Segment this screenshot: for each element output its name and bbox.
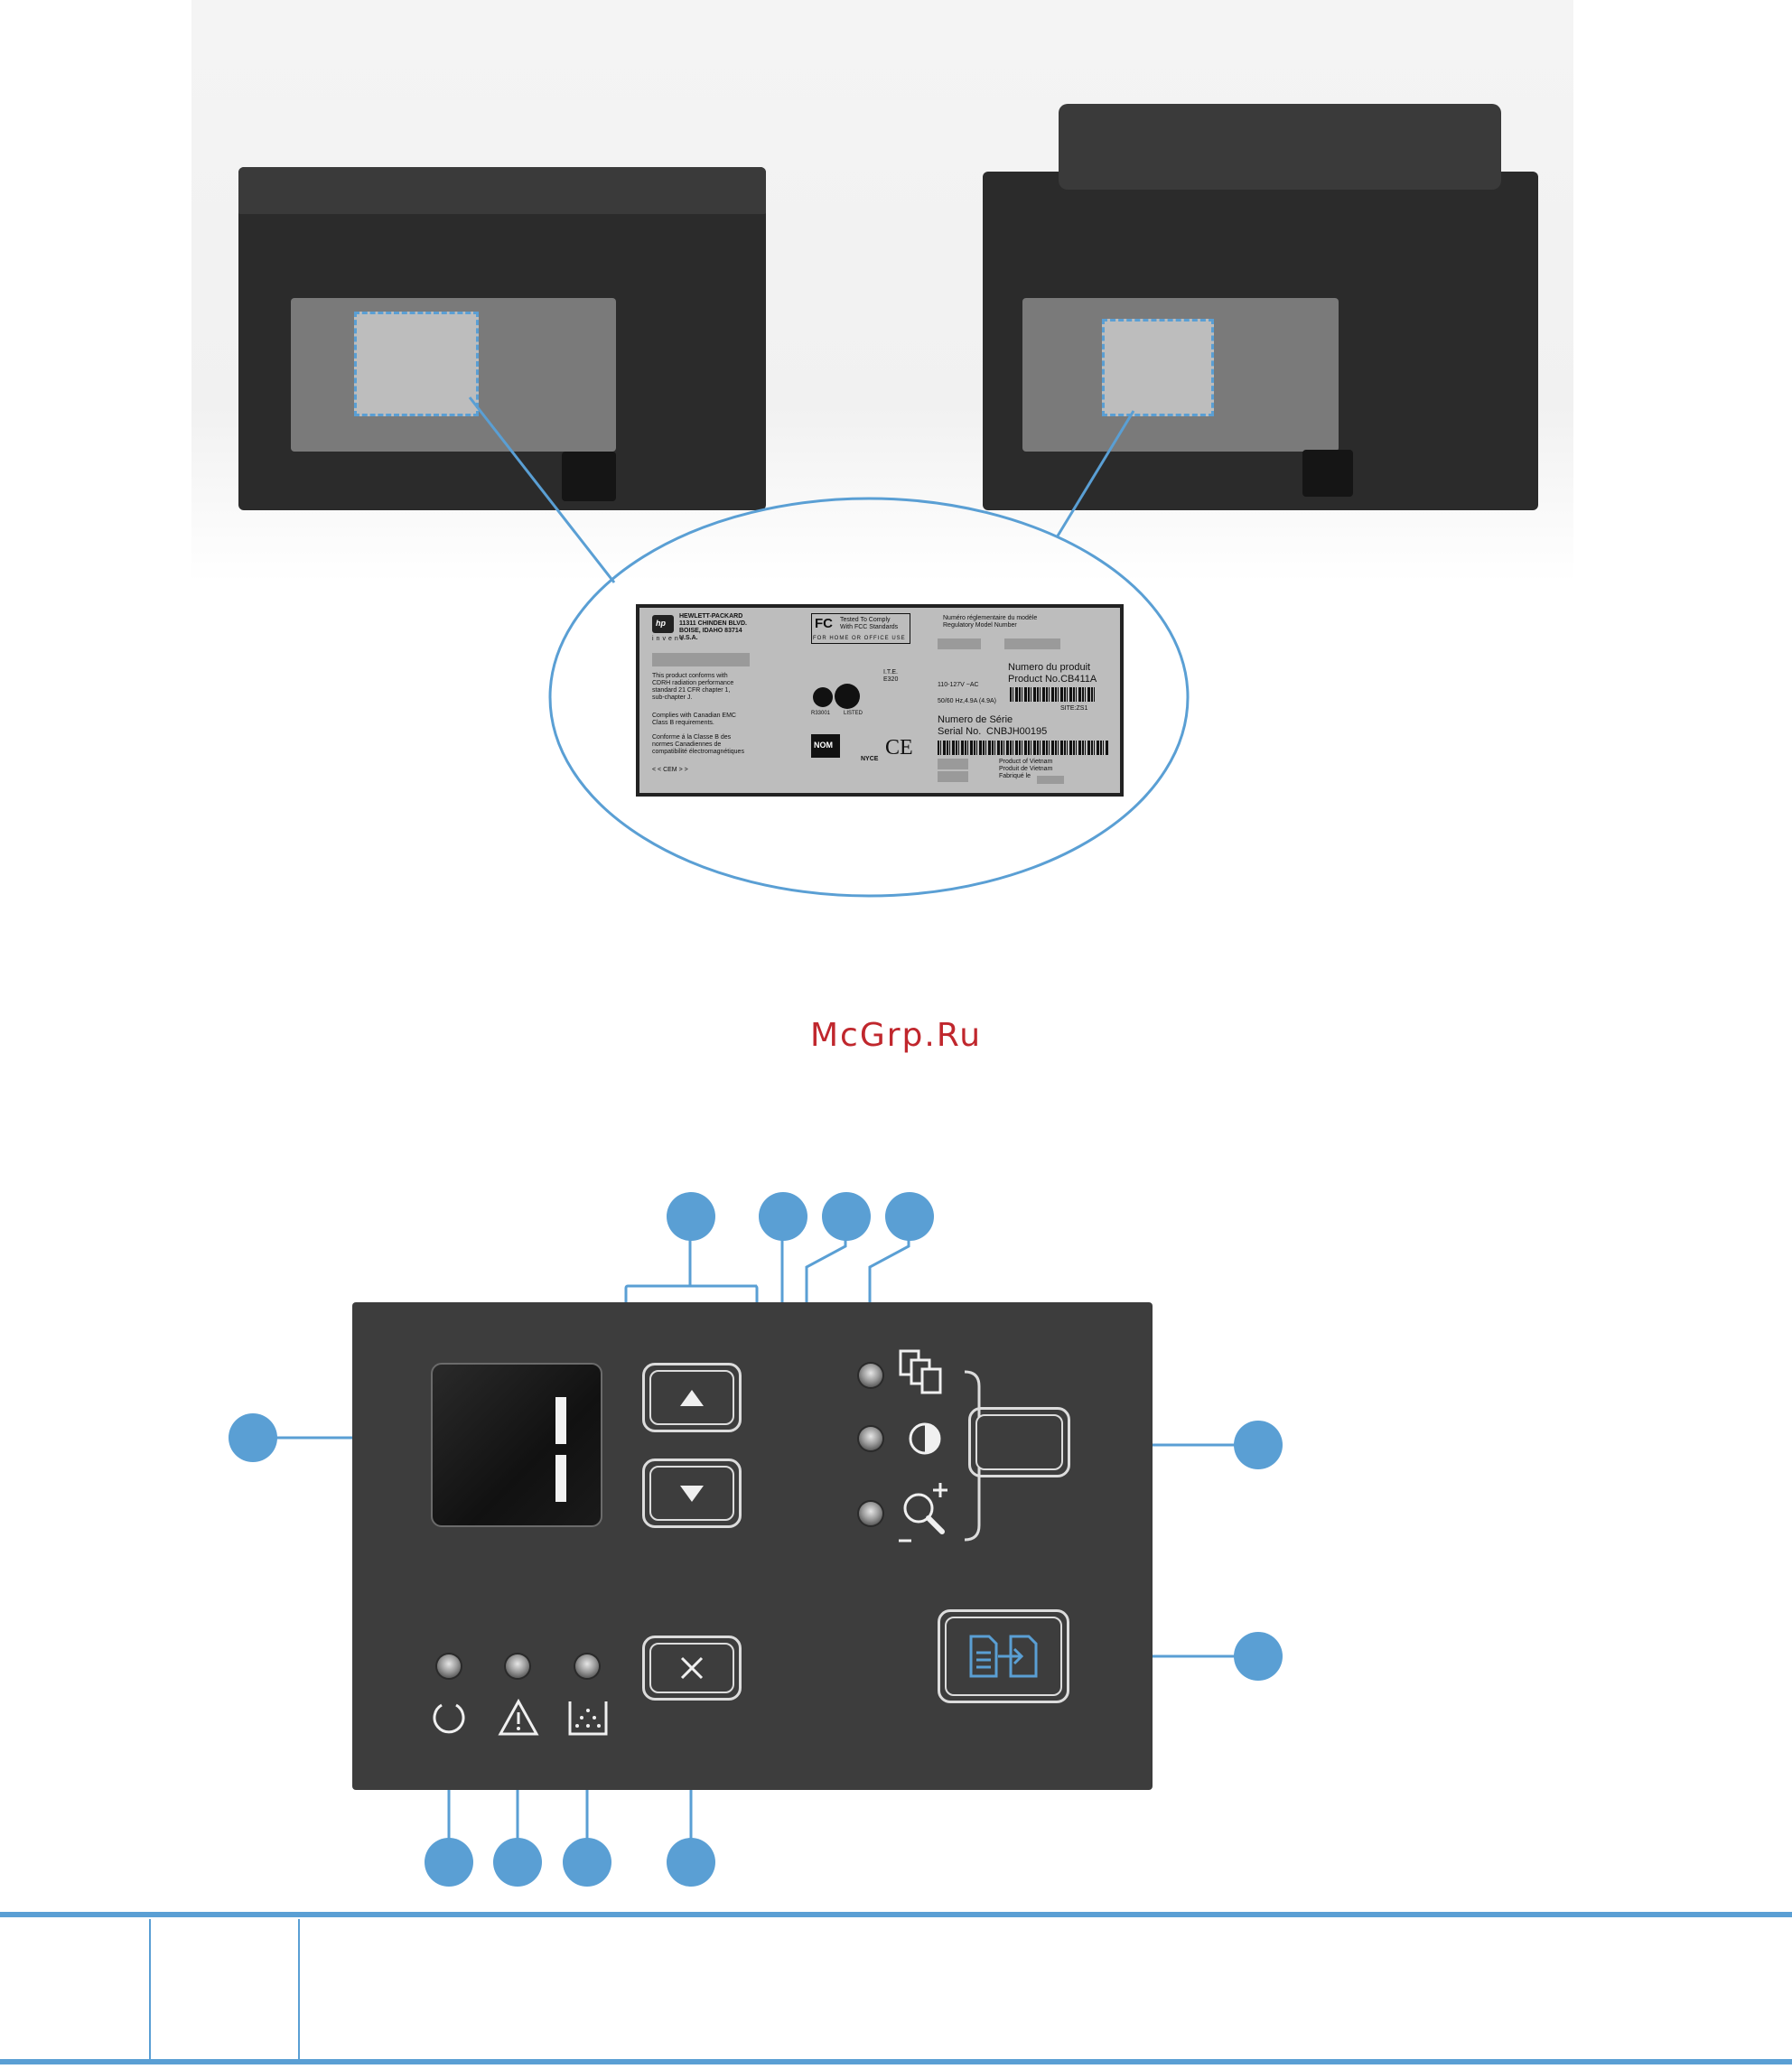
- hp-logo-icon: [652, 615, 674, 633]
- start-copy-button[interactable]: [938, 1609, 1069, 1703]
- up-arrow-icon: [680, 1389, 704, 1406]
- callout-setup-button: [1234, 1421, 1283, 1469]
- printer-rear-photos: [191, 0, 1573, 582]
- fcc-logo-icon: [811, 613, 910, 644]
- label-location-right: [1102, 319, 1214, 416]
- callout-zoom-led: [759, 1192, 807, 1241]
- product-barcode: [1010, 687, 1097, 702]
- serial-barcode: [938, 741, 1109, 755]
- copies-led: [859, 1364, 882, 1387]
- down-arrow-icon: [680, 1485, 704, 1502]
- control-panel: [352, 1302, 1153, 1790]
- zoom-led: [859, 1502, 882, 1525]
- led-display: [431, 1363, 602, 1527]
- ready-icon: [433, 1703, 465, 1734]
- table-col-divider-1: [149, 1919, 151, 2059]
- copies-icon: [899, 1349, 942, 1394]
- callout-cancel: [667, 1838, 715, 1887]
- table-bottom-rule: [0, 2059, 1792, 2064]
- down-arrow-button[interactable]: [642, 1459, 742, 1528]
- label-callout-graphic: [468, 396, 1190, 898]
- contrast-led: [859, 1427, 882, 1450]
- callout-start-copy: [1234, 1632, 1283, 1681]
- callout-display: [229, 1413, 277, 1462]
- cancel-icon: [680, 1656, 704, 1680]
- attention-icon: [498, 1698, 539, 1736]
- nom-logo-icon: [811, 734, 840, 758]
- callout-attention-led: [493, 1838, 542, 1887]
- callout-arrows: [667, 1192, 715, 1241]
- attention-led: [506, 1654, 529, 1678]
- toner-led: [575, 1654, 599, 1678]
- contrast-icon: [909, 1422, 941, 1455]
- callout-contrast-led: [822, 1192, 871, 1241]
- label-location-left: [354, 312, 479, 416]
- watermark: McGrp.Ru: [810, 1017, 983, 1054]
- callout-toner-led: [563, 1838, 611, 1887]
- callout-ready-led: [425, 1838, 473, 1887]
- table-col-divider-2: [298, 1919, 300, 2059]
- safety-mark-icon: [813, 687, 833, 707]
- up-arrow-button[interactable]: [642, 1363, 742, 1432]
- table-top-rule: [0, 1912, 1792, 1917]
- callout-copies-led: [885, 1192, 934, 1241]
- setup-button[interactable]: [968, 1407, 1070, 1477]
- toner-icon: [568, 1701, 608, 1736]
- cancel-button[interactable]: [642, 1636, 742, 1701]
- ul-listed-icon: [835, 684, 860, 709]
- start-copy-icon: [969, 1635, 1038, 1678]
- zoom-icon: [899, 1483, 947, 1542]
- ready-led: [437, 1654, 461, 1678]
